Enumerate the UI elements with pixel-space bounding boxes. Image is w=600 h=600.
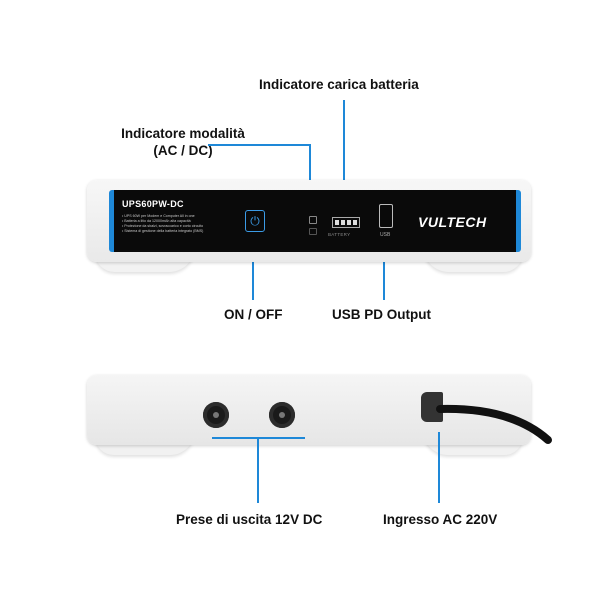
mode-indicator-label-line1: Indicatore modalità: [121, 126, 245, 141]
spec-line: • Batteria a litio da 12000mAh alta capa…: [122, 219, 191, 223]
dc-outputs-label: Prese di uscita 12V DC: [176, 512, 323, 527]
battery-text: BATTERY: [328, 232, 351, 237]
power-button[interactable]: ⏻: [245, 210, 265, 232]
dc-mode-icon: [309, 228, 317, 235]
ac-input-callout-line: [438, 432, 440, 503]
spec-line: • Protezione da sbalzi, sovraccarico e c…: [122, 224, 204, 228]
usb-output-label: USB PD Output: [332, 307, 431, 322]
usb-callout-line: [383, 244, 385, 300]
model-name: UPS60PW-DC: [122, 199, 184, 209]
dc-output-jack-1[interactable]: [203, 402, 229, 428]
dc-outputs-callout-v: [257, 437, 259, 503]
battery-callout-line: [343, 100, 345, 205]
ac-cable-boot: [421, 392, 443, 422]
usb-port[interactable]: [379, 204, 393, 228]
spec-line: • Sistema di gestione della batteria int…: [122, 229, 204, 233]
battery-level-icon: [332, 217, 360, 228]
on-off-label: ON / OFF: [224, 307, 283, 322]
battery-indicator-label: Indicatore carica batteria: [259, 77, 419, 92]
on-off-callout-line: [252, 235, 254, 300]
mode-callout-line-v: [309, 144, 311, 209]
brand-logo: VULTECH: [418, 214, 487, 230]
device-body: [87, 375, 531, 445]
mode-indicator-label-line2: (AC / DC): [153, 143, 213, 158]
mode-callout-line-h: [208, 144, 311, 146]
power-icon: ⏻: [250, 214, 260, 228]
mode-indicator-label: Indicatore modalità (AC / DC): [103, 125, 263, 159]
ups-rear-view: [87, 375, 531, 465]
ac-input-label: Ingresso AC 220V: [383, 512, 498, 527]
ac-mode-icon: [309, 216, 317, 224]
front-panel: UPS60PW-DC • UPS 60W per Modem e Compute…: [109, 190, 521, 252]
spec-line: • UPS 60W per Modem e Computer All in on…: [122, 214, 195, 218]
dc-output-jack-2[interactable]: [269, 402, 295, 428]
ups-front-view: UPS60PW-DC • UPS 60W per Modem e Compute…: [87, 180, 531, 280]
usb-text: USB: [380, 232, 391, 238]
